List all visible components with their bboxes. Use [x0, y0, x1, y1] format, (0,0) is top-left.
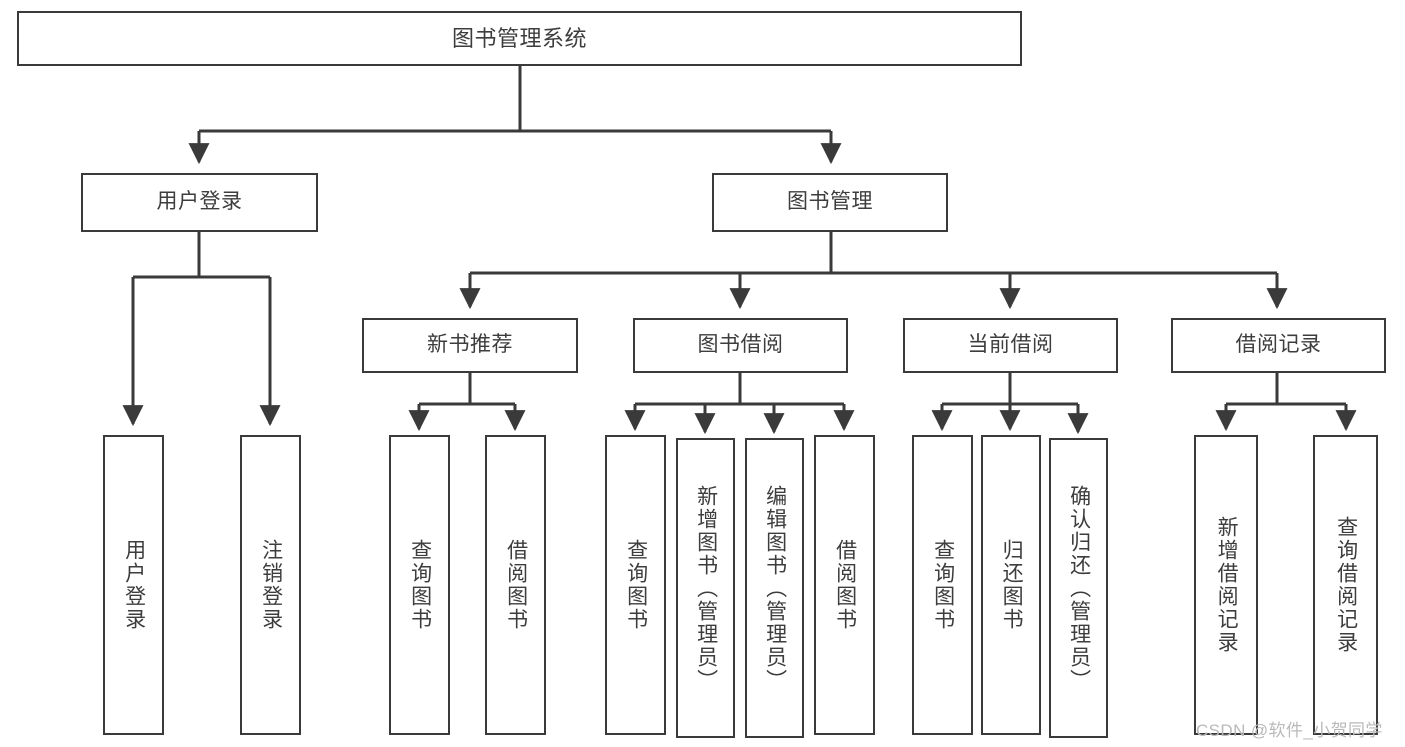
node-root-system[interactable]: 图书管理系统: [17, 11, 1022, 66]
node-leaf-borrow-book-2[interactable]: 借阅图书: [814, 435, 875, 735]
node-label: 归还图书: [1000, 539, 1024, 631]
node-label: 借阅图书: [833, 539, 857, 631]
node-label: 图书借阅: [697, 333, 784, 357]
node-borrow-record[interactable]: 借阅记录: [1171, 318, 1386, 373]
node-leaf-borrow-book-1[interactable]: 借阅图书: [485, 435, 546, 735]
csdn-watermark: CSDN @软件_小贺同学: [1196, 721, 1383, 740]
node-label: 编辑图书（管理员）: [763, 484, 787, 692]
node-label: 注销登录: [259, 539, 283, 631]
node-leaf-logout-login[interactable]: 注销登录: [240, 435, 301, 735]
node-leaf-add-borrow-record[interactable]: 新增借阅记录: [1194, 435, 1258, 735]
node-book-borrow[interactable]: 图书借阅: [633, 318, 848, 373]
node-leaf-add-book[interactable]: 新增图书（管理员）: [676, 438, 735, 738]
node-leaf-user-login[interactable]: 用户登录: [103, 435, 164, 735]
node-label: 用户登录: [156, 190, 243, 214]
node-label: 借阅图书: [504, 539, 528, 631]
node-current-borrow[interactable]: 当前借阅: [903, 318, 1118, 373]
node-label: 当前借阅: [967, 333, 1054, 357]
node-leaf-query-book-2[interactable]: 查询图书: [605, 435, 666, 735]
node-label: 图书管理: [787, 190, 873, 214]
node-book-manage[interactable]: 图书管理: [712, 173, 948, 232]
node-leaf-edit-book[interactable]: 编辑图书（管理员）: [745, 438, 804, 738]
node-label: 查询图书: [408, 539, 432, 631]
node-label: 图书管理系统: [451, 25, 587, 51]
node-label: 确认归还（管理员）: [1067, 484, 1091, 692]
node-label: 用户登录: [122, 539, 146, 631]
node-label: 查询图书: [931, 539, 955, 631]
node-leaf-query-book-1[interactable]: 查询图书: [389, 435, 450, 735]
node-leaf-confirm-return[interactable]: 确认归还（管理员）: [1049, 438, 1108, 738]
node-label: 新书推荐: [427, 333, 513, 357]
node-new-book-recommend[interactable]: 新书推荐: [362, 318, 578, 373]
node-leaf-query-borrow-record[interactable]: 查询借阅记录: [1313, 435, 1378, 735]
node-label: 查询图书: [624, 539, 648, 631]
node-label: 查询借阅记录: [1334, 516, 1358, 654]
node-leaf-query-book-3[interactable]: 查询图书: [912, 435, 973, 735]
node-label: 借阅记录: [1235, 333, 1322, 357]
node-label: 新增借阅记录: [1215, 516, 1239, 654]
node-user-login[interactable]: 用户登录: [81, 173, 318, 232]
node-label: 新增图书（管理员）: [694, 484, 718, 692]
node-leaf-return-book[interactable]: 归还图书: [981, 435, 1041, 735]
